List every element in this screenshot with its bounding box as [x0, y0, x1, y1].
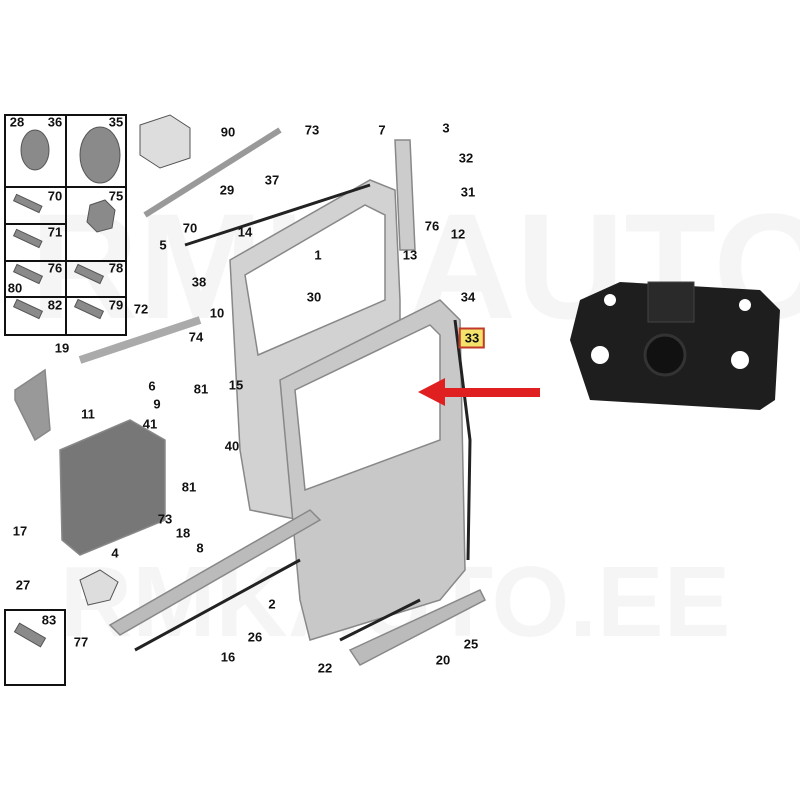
part-label-73: 73: [304, 122, 320, 138]
part-label-8: 8: [196, 540, 204, 556]
part-label-83: 83: [41, 612, 57, 628]
part-label-25: 25: [463, 636, 479, 652]
part-label-5: 5: [159, 237, 167, 253]
part-label-70: 70: [182, 220, 198, 236]
part-33-photo: [570, 281, 780, 410]
part-label-17: 17: [12, 523, 28, 539]
seals: [134, 183, 472, 652]
part-label-79: 79: [108, 297, 124, 313]
part-label-12: 12: [450, 226, 466, 242]
cap-icon: [20, 129, 50, 171]
part-label-75: 75: [108, 188, 124, 204]
part-label-15: 15: [228, 377, 244, 393]
part-label-4: 4: [111, 545, 119, 561]
part-label-10: 10: [209, 305, 225, 321]
part-label-72: 72: [133, 301, 149, 317]
part-label-26: 26: [247, 629, 263, 645]
part-label-9: 9: [153, 396, 161, 412]
part-label-28: 28: [9, 114, 25, 130]
part-label-27: 27: [15, 577, 31, 593]
clip-icon: [79, 126, 121, 184]
part-label-7: 7: [378, 122, 386, 138]
part-label-40: 40: [224, 438, 240, 454]
part-label-77: 77: [73, 634, 89, 650]
part-label-82: 82: [47, 297, 63, 313]
part-label-29: 29: [219, 182, 235, 198]
part-label-18: 18: [175, 525, 191, 541]
part-label-73: 73: [157, 511, 173, 527]
part-label-74: 74: [188, 329, 204, 345]
part-label-20: 20: [435, 652, 451, 668]
part-label-78: 78: [108, 260, 124, 276]
part-label-34: 34: [460, 289, 476, 305]
red-arrow-icon: [418, 378, 540, 406]
part-label-13: 13: [402, 247, 418, 263]
part-label-71: 71: [47, 224, 63, 240]
part-label-16: 16: [220, 649, 236, 665]
part-label-3: 3: [442, 120, 450, 136]
part-label-30: 30: [306, 289, 322, 305]
part-label-14: 14: [237, 224, 253, 240]
part-label-81: 81: [193, 381, 209, 397]
part-label-11: 11: [81, 406, 95, 422]
part-label-70: 70: [47, 188, 63, 204]
fastener-inset-grid: [4, 114, 127, 686]
part-label-90: 90: [220, 124, 236, 140]
part-label-19: 19: [54, 340, 70, 356]
part-label-37: 37: [264, 172, 280, 188]
part-label-22: 22: [317, 660, 333, 676]
part-label-38: 38: [191, 274, 207, 290]
nut-icon: [86, 199, 116, 233]
door-panels: [14, 127, 487, 666]
part-label-31: 31: [460, 184, 476, 200]
part-label-80: 80: [7, 280, 23, 296]
part-label-32: 32: [458, 150, 474, 166]
part-label-41: 41: [142, 416, 158, 432]
part-label-35: 35: [108, 114, 124, 130]
part-label-76: 76: [47, 260, 63, 276]
part-label-2: 2: [268, 596, 276, 612]
part-label-81: 81: [181, 479, 197, 495]
part-label-33: 33: [458, 327, 486, 349]
part-label-6: 6: [148, 378, 156, 394]
part-label-1: 1: [314, 247, 322, 263]
part-label-76: 76: [424, 218, 440, 234]
part-label-36: 36: [47, 114, 63, 130]
